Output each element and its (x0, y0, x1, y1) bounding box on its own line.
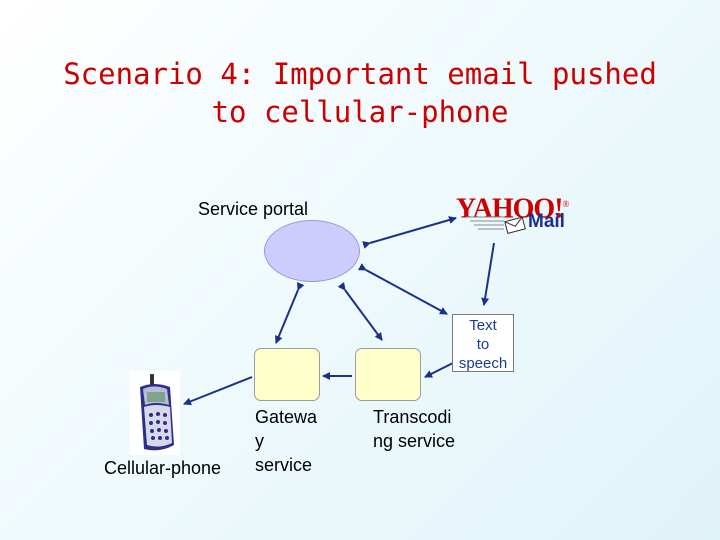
envelope-icon (456, 214, 528, 236)
arrow-portal-yahoo (370, 218, 456, 243)
service-portal-node (264, 220, 360, 282)
cellular-phone-icon (130, 371, 180, 455)
arrow-portal-gateway (276, 290, 298, 343)
arrow-portal-transcoding (345, 290, 382, 340)
transcoding-service-node (355, 348, 421, 401)
text-to-speech-node: Text to speech (452, 314, 514, 372)
registered-mark: ® (563, 199, 569, 209)
mail-wordmark: Mail (528, 211, 565, 233)
arrow-tts-transcoding (425, 363, 453, 377)
gateway-service-node (254, 348, 320, 401)
yahoo-mail-logo: YAHOO!® Mail (456, 188, 588, 238)
arrow-gateway-phone (184, 377, 252, 404)
service-portal-label: Service portal (198, 197, 308, 221)
cellular-phone-label: Cellular-phone (104, 456, 221, 480)
gateway-service-label: Gatewa y service (255, 405, 317, 477)
transcoding-service-label: Transcodi ng service (373, 405, 455, 453)
arrow-yahoo-tts (484, 243, 494, 305)
arrow-portal-tts (366, 270, 447, 314)
